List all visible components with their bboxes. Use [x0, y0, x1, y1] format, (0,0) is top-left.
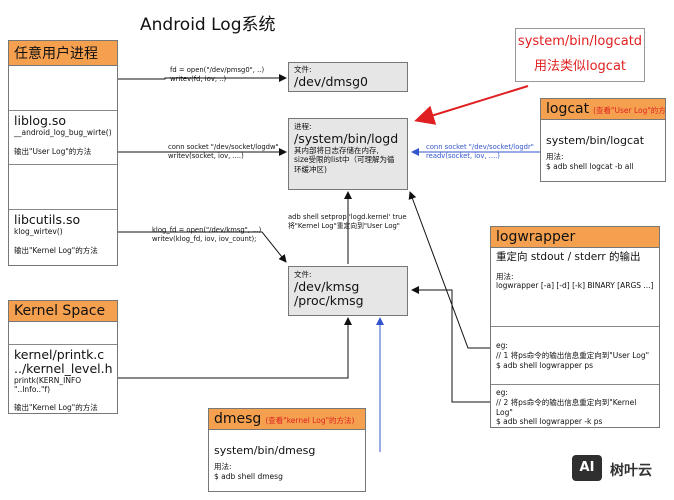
edge-libcutils-kmsg — [118, 231, 287, 263]
kmsg-path1: /dev/kmsg — [294, 278, 360, 294]
eg2-cmd: $ adb shell logwrapper -k ps — [496, 417, 603, 427]
logwrapper-desc: 重定向 stdout / stderr 的输出 — [496, 251, 641, 263]
dmsg0-label: 文件: — [294, 65, 312, 74]
dmesg-header: dmesg(查看"kernel Log"的方法) — [209, 409, 365, 430]
libcutils-desc: 输出"Kernel Log"的方法 — [14, 245, 98, 255]
logwrapper-usage-section: 重定向 stdout / stderr 的输出 用法: logwrapper [… — [491, 248, 659, 326]
edge-label-dmsg0: fd = open("/dev/pmsg0", ..) writev(fd, i… — [170, 66, 264, 84]
logcat-header: logcat(查看"User Log"的方法) — [541, 99, 665, 120]
logcat-usage-cmd: $ adb shell logcat -b all — [546, 161, 634, 171]
logcat-box: logcat(查看"User Log"的方法) system/bin/logca… — [540, 98, 666, 182]
edge-label-kmsg-1: klog_fd = open("/dev/kmsg", ...) — [152, 226, 262, 234]
logd-label: 进程: — [294, 122, 312, 131]
user-process-spacer2 — [9, 164, 117, 209]
logcat-sub: (查看"User Log"的方法) — [593, 106, 666, 115]
kernel-space-spacer — [9, 322, 117, 344]
dmesg-title: dmesg — [214, 411, 262, 427]
dmesg-box: dmesg(查看"kernel Log"的方法) system/bin/dmes… — [208, 408, 366, 492]
kernel-desc: 输出"Kernel Log"的方法 — [14, 403, 98, 412]
dmsg0-path: /dev/dmsg0 — [294, 73, 368, 89]
logd-desc2: size受限的list中（可理解为循 — [294, 155, 395, 165]
logwrapper-eg1-section: eg: // 1 将ps命令的输出信息重定向到"User Log" $ adb … — [491, 326, 659, 384]
dmesg-usage-label: 用法: — [214, 462, 232, 472]
kernel-space-section: kernel/printk.c ../kernel_level.h printk… — [9, 344, 117, 413]
dmesg-usage-cmd: $ adb shell dmesg — [214, 471, 283, 481]
edge-eg1-logd — [408, 191, 490, 349]
logd-path: /system/bin/logd — [294, 130, 399, 146]
edge-label-dmsg0-2: writev(fd, iov, ..) — [170, 74, 227, 83]
libcutils-name: libcutils.so — [14, 212, 81, 227]
dmsg0-box: 文件: /dev/dmsg0 — [288, 62, 408, 92]
edge-label-setprop: adb shell setprop 'logd.kernel' true 将"K… — [288, 213, 407, 231]
note-line2: 用法类似logcat — [533, 58, 627, 74]
logcat-title: logcat — [546, 101, 590, 117]
edge-label-kmsg: klog_fd = open("/dev/kmsg", ...) writev(… — [152, 226, 261, 244]
eg1-cmd: $ adb shell logwrapper ps — [496, 360, 594, 370]
edge-kernel-kmsg — [118, 317, 352, 379]
kmsg-path2: /proc/kmsg — [294, 292, 364, 308]
eg1-label: eg: — [496, 341, 508, 350]
edge-liblog-dmsg0 — [118, 74, 287, 82]
edge-eg2-kmsg — [411, 286, 490, 403]
liblog-name: liblog.so — [14, 113, 67, 128]
edge-label-setprop-2: 将"Kernel Log"重定向到"User Log" — [288, 221, 400, 230]
user-process-box: 任意用户进程 liblog.so __android_log_bug_wirte… — [8, 40, 118, 266]
libcutils-section: libcutils.so klog_wirtev() 输出"Kernel Log… — [9, 209, 117, 265]
page-title: Android Log系统 — [140, 15, 276, 35]
logd-box: 进程: /system/bin/logd 其内部将日志存储在内存, size受限… — [288, 118, 408, 190]
dmesg-sub: (查看"kernel Log"的方法) — [265, 416, 355, 425]
kernel-call: printk(KERN_INFO "..Info.."f) — [14, 375, 82, 395]
liblog-desc: 输出"User Log"的方法 — [14, 146, 92, 156]
libcutils-func: klog_wirtev() — [14, 226, 63, 236]
eg2-label: eg: — [496, 388, 508, 397]
edge-label-logdr-2: readv(socket, iov, ....) — [426, 151, 500, 160]
logcatd-note: system/bin/logcatd 用法类似logcat — [515, 28, 645, 82]
edge-label-kmsg-2: writev(klog_fd, iov, iov_count); — [152, 234, 257, 243]
watermark-text: 树叶云 — [610, 463, 652, 479]
logcat-section: system/bin/logcat 用法: $ adb shell logcat… — [541, 120, 665, 175]
dmesg-section: system/bin/dmesg 用法: $ adb shell dmesg — [209, 430, 365, 485]
edge-label-logd: conn socket "/dev/socket/logdw" writev(s… — [168, 143, 279, 161]
edge-label-setprop-1: adb shell setprop 'logd.kernel' true — [288, 213, 407, 221]
logwrapper-usage-label: 用法: — [496, 271, 514, 281]
logwrapper-header: logwrapper — [491, 227, 659, 248]
edge-label-dmsg0-1: fd = open("/dev/pmsg0", ..) — [170, 66, 265, 74]
watermark-logo: AI — [572, 455, 602, 481]
dmesg-path: system/bin/dmesg — [214, 444, 316, 457]
user-process-header: 任意用户进程 — [9, 41, 117, 66]
edge-label-logd-2: writev(socket, iov, ....) — [168, 151, 244, 160]
eg1-desc: // 1 将ps命令的输出信息重定向到"User Log" — [496, 350, 650, 360]
eg2-desc: // 2 将ps命令的输出信息重定向到"Kernel Log" — [496, 397, 637, 417]
kernel-space-header: Kernel Space — [9, 301, 117, 322]
liblog-section: liblog.so __android_log_bug_wirte() 输出"U… — [9, 110, 117, 164]
logwrapper-eg2-section: eg: // 2 将ps命令的输出信息重定向到"Kernel Log" $ ad… — [491, 384, 659, 427]
kernel-space-box: Kernel Space kernel/printk.c ../kernel_l… — [8, 300, 118, 414]
logcat-usage-label: 用法: — [546, 152, 564, 162]
note-line1: system/bin/logcatd — [517, 34, 643, 49]
kmsg-box: 文件: /dev/kmsg /proc/kmsg — [288, 266, 408, 316]
edge-label-logdr-1: conn socket "/dev/socket/logdr" — [426, 143, 534, 151]
edge-label-logdr: conn socket "/dev/socket/logdr" readv(so… — [426, 143, 534, 161]
logcat-path: system/bin/logcat — [546, 134, 645, 147]
edge-label-logd-1: conn socket "/dev/socket/logdw" — [168, 143, 279, 151]
logd-desc1: 其内部将日志存储在内存, — [294, 145, 379, 155]
logwrapper-usage-cmd: logwrapper [-a] [-d] [-k] BINARY [ARGS .… — [496, 281, 654, 291]
kmsg-label: 文件: — [294, 270, 312, 279]
kernel-file1: kernel/printk.c — [14, 347, 105, 362]
liblog-func: __android_log_bug_wirte() — [14, 127, 112, 137]
logwrapper-box: logwrapper 重定向 stdout / stderr 的输出 用法: l… — [490, 226, 660, 428]
user-process-spacer — [9, 66, 117, 110]
kernel-file2: ../kernel_level.h — [14, 360, 113, 376]
logd-desc3: 环缓冲区) — [294, 165, 327, 174]
edge-note-logd — [414, 85, 529, 125]
